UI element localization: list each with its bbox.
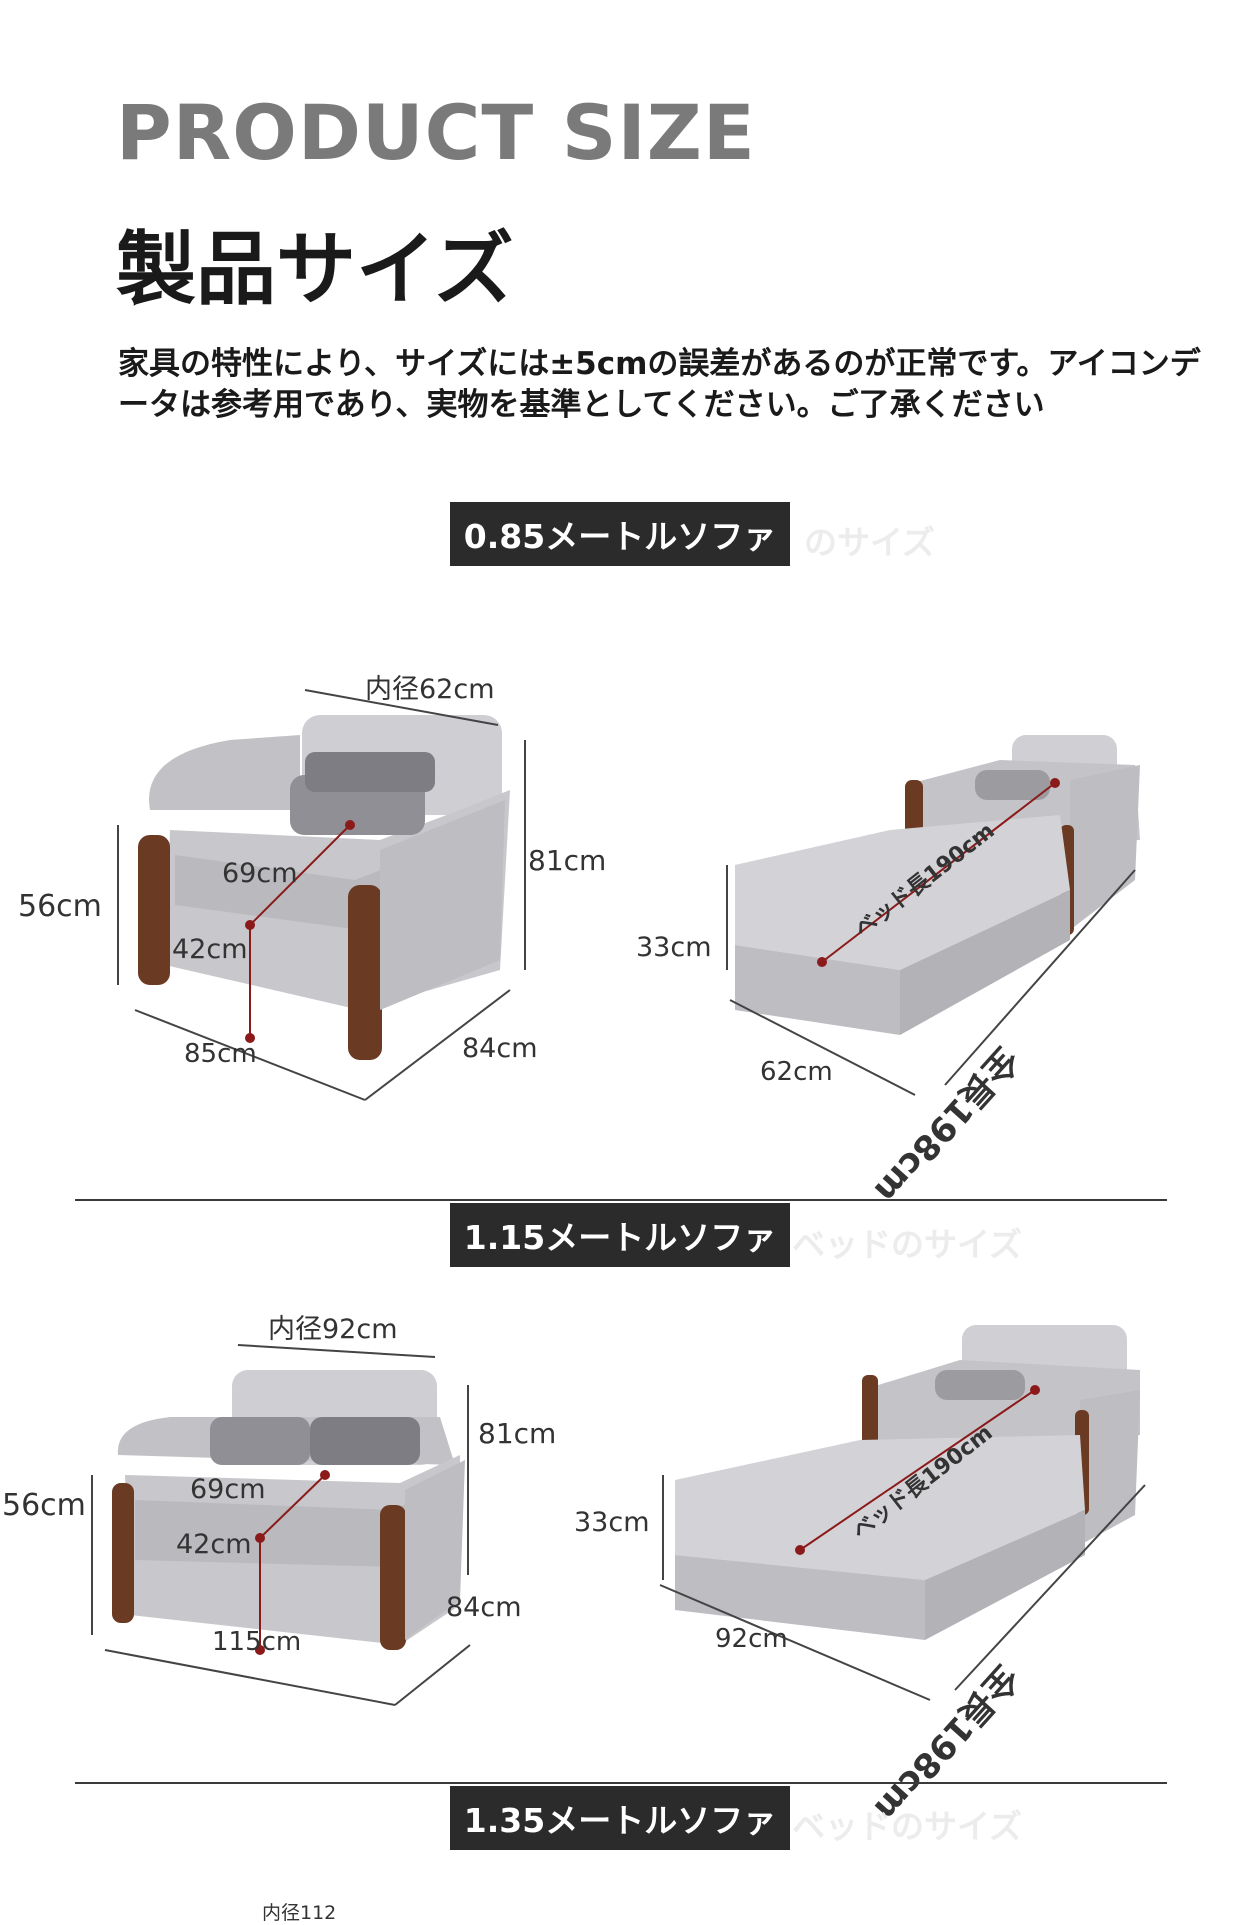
arm-height-label: 56cm: [18, 889, 102, 924]
inner-width-label: 内径112: [262, 1902, 337, 1924]
section-divider: [75, 1199, 1167, 1201]
loveseat-diagram: 内径92cm 81cm 56cm 69cm 42cm 115cm 84cm ベッ…: [2, 1314, 1146, 1828]
inner-depth-label: 69cm: [222, 858, 298, 889]
size-note: 家具の特性により、サイズには±5cmの誤差があるのが正常です。アイコンデータは参…: [118, 346, 1201, 423]
back-height-label: 81cm: [478, 1417, 556, 1450]
sofa-illustration: [138, 715, 510, 1060]
sofa-bed-illustration: [735, 735, 1140, 1035]
section-subtitle-faded: のサイズ: [804, 523, 936, 562]
page-title-jp: 製品サイズ: [116, 223, 514, 316]
total-length-label: 全長198cm: [866, 1038, 1027, 1210]
seat-height-label: 42cm: [172, 934, 248, 965]
depth-label: 84cm: [446, 1592, 522, 1623]
section-title: 1.35メートルソファ: [463, 1801, 777, 1840]
section-subtitle-faded: ベッドのサイズ: [792, 1225, 1023, 1264]
inner-width-label: 内径92cm: [268, 1314, 398, 1345]
back-height-label: 81cm: [528, 844, 606, 877]
section-band-085: 0.85メートルソファ: [450, 502, 790, 566]
section-subtitle-faded: ベッドのサイズ: [792, 1807, 1023, 1846]
page-title-en: PRODUCT SIZE: [116, 88, 756, 177]
section-band-115: 1.15メートルソファ: [450, 1203, 790, 1267]
single-sofa-diagram: 内径62cm 81cm 56cm 69cm 42cm 85cm 84cm ベッド…: [18, 674, 1140, 1210]
bed-height-label: 33cm: [636, 932, 712, 963]
sofa-bed-illustration: [675, 1325, 1140, 1640]
depth-label: 84cm: [462, 1033, 538, 1064]
arm-height-label: 56cm: [2, 1488, 86, 1523]
bed-height-label: 33cm: [574, 1507, 650, 1538]
width-label: 85cm: [184, 1039, 257, 1069]
sofa-illustration: [112, 1370, 465, 1650]
bed-width-label: 62cm: [760, 1057, 833, 1087]
inner-depth-label: 69cm: [190, 1474, 266, 1505]
seat-height-label: 42cm: [176, 1529, 252, 1560]
inner-width-label: 内径62cm: [365, 674, 495, 705]
section-band-135: 1.35メートルソファ: [450, 1786, 790, 1850]
section-title: 0.85メートルソファ: [463, 517, 777, 556]
width-label: 115cm: [212, 1627, 301, 1657]
bed-width-label: 92cm: [715, 1624, 788, 1654]
section-title: 1.15メートルソファ: [463, 1218, 777, 1257]
section-divider: [75, 1782, 1167, 1784]
